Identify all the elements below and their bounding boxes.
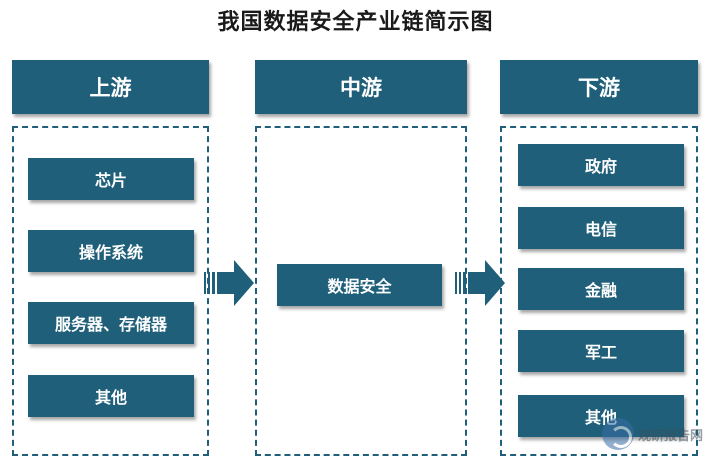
downstream-item-other: 其他 <box>518 395 684 437</box>
downstream-item-military: 军工 <box>518 330 684 372</box>
upstream-item-other: 其他 <box>28 375 194 417</box>
downstream-item-telecom: 电信 <box>518 207 684 249</box>
page-title: 我国数据安全产业链简示图 <box>217 9 494 35</box>
downstream-item-government: 政府 <box>518 144 684 186</box>
upstream-item-chip: 芯片 <box>28 158 194 200</box>
watermark-text: 观研报告网 <box>637 428 703 444</box>
arrow-right-icon <box>455 260 505 306</box>
column-header-midstream: 中游 <box>255 60 467 114</box>
column-header-upstream: 上游 <box>12 60 209 114</box>
watermark-logo-icon <box>601 418 634 450</box>
upstream-item-server-storage: 服务器、存储器 <box>28 302 194 344</box>
downstream-item-finance: 金融 <box>518 268 684 310</box>
column-box-midstream: 数据安全 <box>255 126 467 456</box>
watermark: 观研报告网 <box>601 417 703 451</box>
midstream-item-data-security: 数据安全 <box>277 264 442 306</box>
arrow-right-icon <box>204 260 254 306</box>
column-box-downstream: 政府 电信 金融 军工 其他 <box>500 126 698 456</box>
column-header-downstream: 下游 <box>500 60 698 114</box>
column-box-upstream: 芯片 操作系统 服务器、存储器 其他 <box>12 126 209 456</box>
upstream-item-os: 操作系统 <box>28 230 194 272</box>
